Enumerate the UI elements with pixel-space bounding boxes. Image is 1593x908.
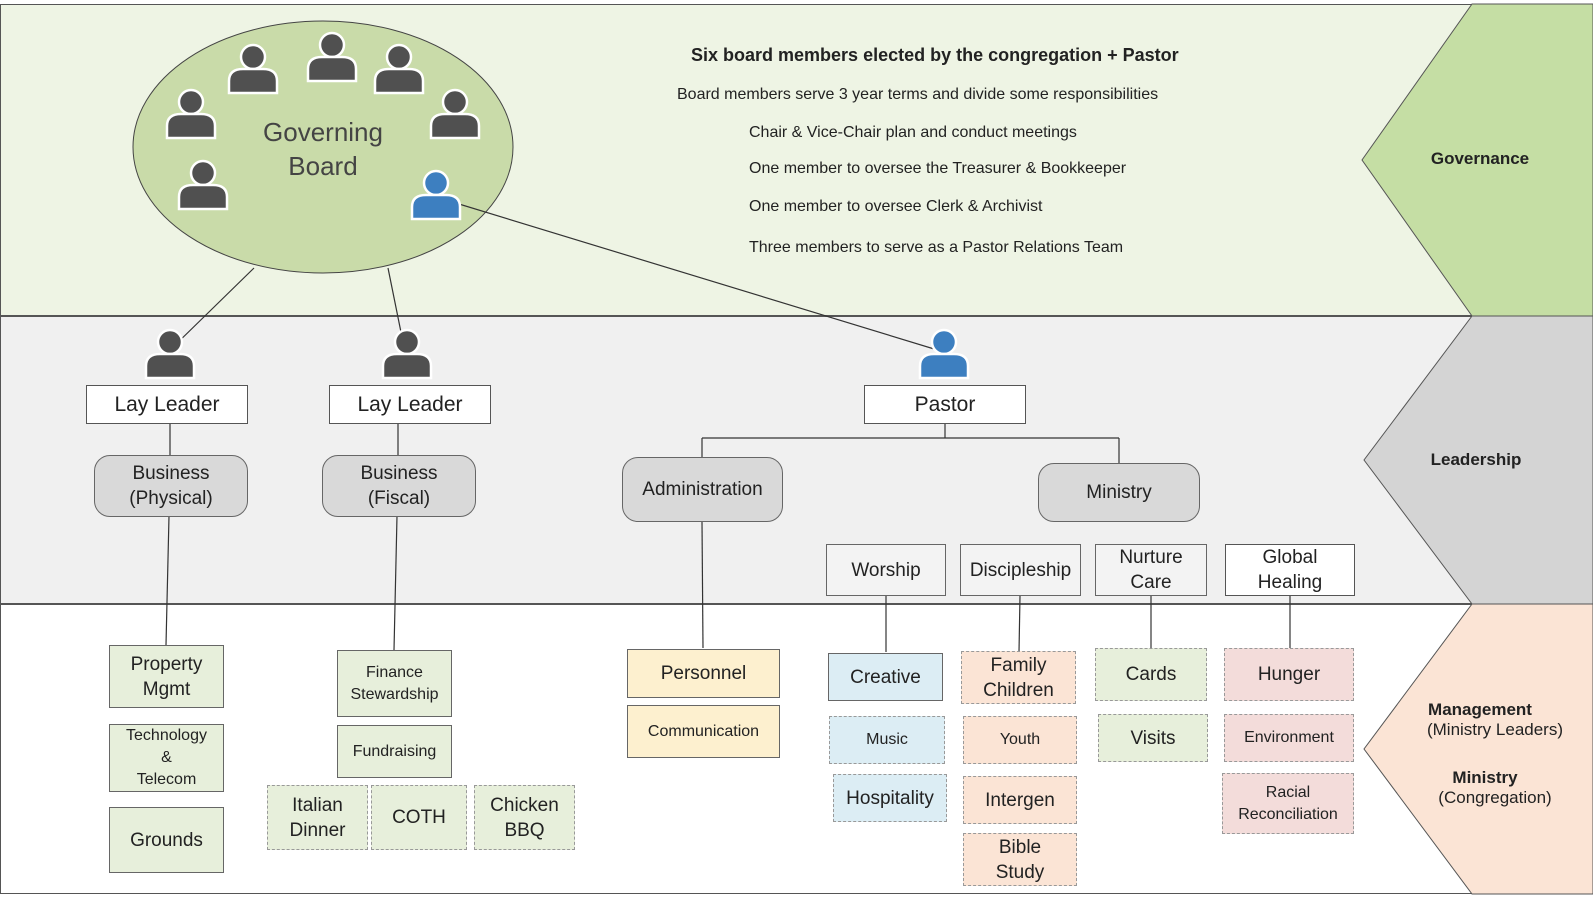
italian-dinner-box: Italian Dinner [267, 785, 368, 850]
intergen-box: Intergen [963, 776, 1077, 824]
box-line: Stewardship [350, 685, 439, 703]
box-line: & [161, 749, 172, 766]
governance-line: One member to oversee Clerk & Archivist [749, 198, 1043, 215]
administration-box: Administration [622, 457, 783, 522]
creative-box: Creative [828, 653, 943, 701]
connector-lines [165, 196, 1291, 653]
ministry-subtitle: (Congregation) [1438, 788, 1552, 807]
governing-board-label: Governing Board [258, 115, 388, 183]
board-label-line1: Governing [263, 117, 383, 147]
box-line: (Physical) [129, 488, 213, 509]
box-line: Global [1262, 547, 1318, 568]
box-line: Italian [292, 794, 343, 816]
visits-box: Visits [1098, 714, 1208, 762]
racial-reconciliation-box: Racial Reconciliation [1222, 773, 1354, 834]
hospitality-box: Hospitality [833, 774, 947, 822]
governance-line: Chair & Vice-Chair plan and conduct meet… [749, 124, 1077, 141]
pastor-box: Pastor [864, 385, 1026, 424]
ministry-title: Ministry [1452, 768, 1518, 787]
business-physical-box: Business (Physical) [94, 455, 248, 517]
governance-line: Board members serve 3 year terms and div… [677, 86, 1159, 103]
leadership-level-label: Leadership [1430, 450, 1522, 469]
management-chevron [1363, 603, 1593, 895]
governance-line: One member to oversee the Treasurer & Bo… [749, 160, 1127, 177]
box-line: Racial [1265, 783, 1311, 801]
chicken-bbq-box: Chicken BBQ [474, 785, 575, 850]
governance-line: Three members to serve as a Pastor Relat… [749, 239, 1124, 256]
box-line: BBQ [504, 819, 545, 841]
discipleship-box: Discipleship [960, 544, 1081, 596]
governance-level-label: Governance [1430, 149, 1530, 168]
box-line: Study [995, 861, 1045, 883]
finance-stewardship-box: Finance Stewardship [337, 650, 452, 717]
hunger-box: Hunger [1224, 648, 1354, 701]
global-healing-box: Global Healing [1225, 544, 1355, 596]
communication-box: Communication [627, 705, 780, 758]
technology-telecom-box: Technology & Telecom [109, 724, 224, 792]
family-children-box: Family Children [961, 651, 1076, 704]
lay-leader-person-icon [381, 328, 433, 380]
coth-box: COTH [371, 785, 467, 850]
management-title: Management [1428, 700, 1532, 719]
box-line: Dinner [289, 819, 346, 841]
box-line: Reconciliation [1238, 805, 1338, 823]
box-line: Healing [1257, 572, 1323, 593]
box-line: Care [1130, 572, 1172, 593]
box-line: Technology [126, 727, 207, 744]
box-line: Children [983, 679, 1054, 701]
box-line: Mgmt [142, 678, 191, 700]
box-line: Chicken [490, 794, 559, 816]
management-subtitle: (Ministry Leaders) [1426, 720, 1564, 739]
box-line: Property [130, 653, 203, 675]
box-line: Telecom [136, 771, 197, 788]
governance-heading: Six board members elected by the congreg… [691, 45, 1179, 65]
environment-box: Environment [1224, 714, 1354, 762]
personnel-box: Personnel [627, 649, 780, 698]
grounds-box: Grounds [109, 807, 224, 873]
youth-box: Youth [963, 716, 1077, 764]
box-line: Business [132, 463, 210, 484]
ministry-box: Ministry [1038, 463, 1200, 522]
box-line: Business [360, 463, 438, 484]
pastor-person-icon [918, 328, 970, 380]
worship-box: Worship [826, 544, 946, 596]
lay-leader-box: Lay Leader [86, 385, 248, 424]
bible-study-box: Bible Study [963, 833, 1077, 886]
nurture-care-box: Nurture Care [1095, 544, 1207, 596]
fundraising-box: Fundraising [337, 725, 452, 778]
box-line: Nurture [1119, 547, 1183, 568]
business-fiscal-box: Business (Fiscal) [322, 455, 476, 517]
cards-box: Cards [1095, 648, 1207, 701]
lay-leader-person-icon [144, 328, 196, 380]
lay-leader-box: Lay Leader [329, 385, 491, 424]
box-line: (Fiscal) [367, 488, 431, 509]
management-level-label: Management (Ministry Leaders) Ministry (… [1405, 700, 1585, 808]
box-line: Family [990, 654, 1047, 676]
board-label-line2: Board [288, 151, 358, 181]
music-box: Music [829, 716, 945, 764]
box-line: Finance [366, 663, 423, 681]
property-mgmt-box: Property Mgmt [109, 645, 224, 708]
box-line: Bible [998, 836, 1042, 858]
